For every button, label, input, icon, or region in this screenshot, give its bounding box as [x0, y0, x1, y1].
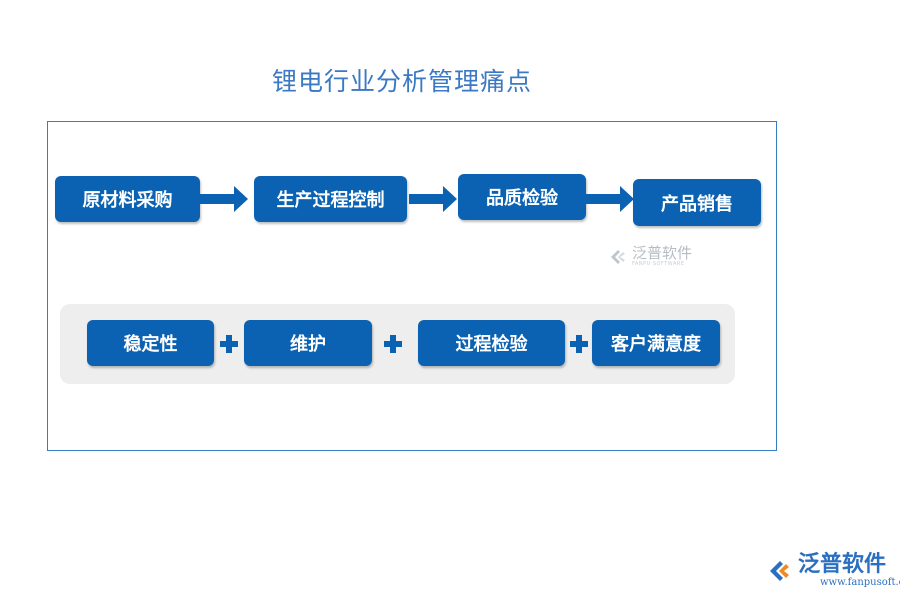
corner-watermark-url: www.fanpusoft.com: [820, 577, 900, 588]
fanpu-logo-icon: [611, 249, 625, 264]
factor-process-inspection: 过程检验: [418, 320, 565, 366]
factor-customer-satisfaction: 客户满意度: [592, 320, 720, 366]
flow-arrow-1: [200, 186, 248, 212]
plus-icon: [220, 335, 238, 353]
corner-watermark: 泛普软件 www.fanpusoft.com: [768, 553, 900, 588]
flow-step-quality-inspection: 品质检验: [458, 174, 586, 220]
page-title: 锂电行业分析管理痛点: [272, 67, 533, 96]
flow-step-raw-material: 原材料采购: [55, 176, 200, 222]
factor-stability: 稳定性: [87, 320, 214, 366]
center-watermark-name: 泛普软件: [632, 244, 693, 262]
fanpu-logo-icon: [770, 560, 789, 581]
flow-arrow-2: [409, 186, 457, 212]
plus-icon: [570, 335, 588, 353]
flow-arrow-3: [586, 186, 634, 212]
center-watermark-sub: FANPU SOFTWARE: [632, 261, 685, 267]
flow-step-product-sales: 产品销售: [633, 179, 761, 226]
diagram-frame: [47, 121, 777, 451]
center-watermark: 泛普软件 FANPU SOFTWARE: [608, 246, 692, 267]
factor-maintenance: 维护: [244, 320, 372, 366]
flow-step-production-control: 生产过程控制: [254, 176, 407, 222]
plus-icon: [384, 335, 402, 353]
corner-watermark-name: 泛普软件: [798, 552, 887, 577]
